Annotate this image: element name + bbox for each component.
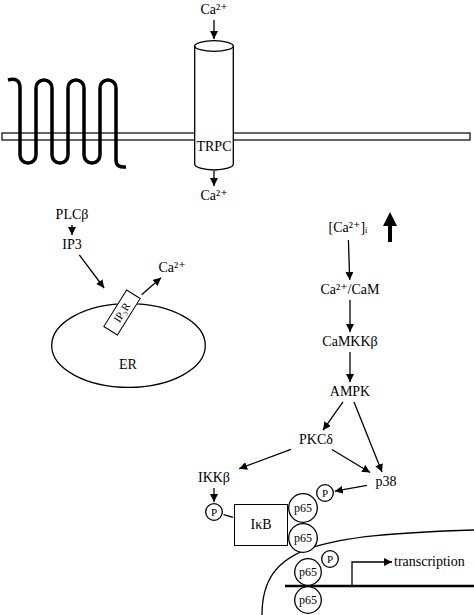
phospho-circle: P <box>205 503 223 521</box>
p65-circle: p65 <box>288 493 318 523</box>
node-text: CaMKKβ <box>322 335 377 349</box>
node-text: Ca²⁺ <box>200 3 227 17</box>
node-text: p65 <box>294 532 312 544</box>
p65-circle: p65 <box>288 523 318 553</box>
pathway-arrow <box>79 255 104 288</box>
node-text: P <box>327 554 333 565</box>
kinase-label: p38 <box>368 473 404 491</box>
p65-circle: p65 <box>294 586 322 614</box>
pathway-arrow <box>142 278 161 295</box>
node-text: Ca²⁺ <box>158 261 185 275</box>
pathway-arrow <box>213 20 214 39</box>
node-text: p65 <box>294 502 312 514</box>
enzyme-label: PLCβ <box>47 206 97 224</box>
node-text: IκB <box>250 518 271 532</box>
ellipse-outline <box>51 303 205 387</box>
pathway-arrow <box>349 300 350 332</box>
kinase-label: CaMKKβ <box>315 333 385 351</box>
circle-outline <box>295 559 322 586</box>
receptor-box: IP₃R <box>103 289 141 335</box>
node-text: Ca²⁺ <box>200 189 227 203</box>
kinase-label: PKCδ <box>289 431 343 449</box>
circle-outline <box>289 524 318 553</box>
circle-outline <box>322 551 339 568</box>
ion-label: Ca²⁺ <box>194 187 234 205</box>
node-text: ER <box>119 358 137 372</box>
ion-label: Ca²⁺ <box>194 1 234 19</box>
pathway-arrow <box>335 485 367 491</box>
process-label: transcription <box>394 554 465 570</box>
node-text: P <box>211 507 217 518</box>
pathway-arrow <box>213 488 214 502</box>
pathway-arrow <box>239 449 291 468</box>
calcium-level-label: [Ca²⁺]ᵢ <box>319 217 377 239</box>
messenger-label: IP3 <box>55 236 89 254</box>
phospho-circle: P <box>321 550 339 568</box>
node-text: TRPC <box>196 140 231 154</box>
node-text: IP3 <box>62 238 81 252</box>
node-text: P <box>322 488 328 499</box>
pathway-arrow <box>354 402 382 472</box>
node-text: [Ca²⁺]ᵢ <box>329 221 368 235</box>
pathway-arrow <box>213 171 214 186</box>
pathway-arrow <box>224 515 233 518</box>
gpcr-receptor <box>8 79 126 167</box>
phospho-circle: P <box>316 484 334 502</box>
circle-outline <box>289 494 318 523</box>
node-text: PKCδ <box>299 433 333 447</box>
pathway-arrow <box>323 402 343 430</box>
plasma-membrane <box>2 133 470 140</box>
node-text: PLCβ <box>56 208 89 222</box>
node-text: p65 <box>299 594 317 606</box>
ikb-box: IκB <box>234 504 288 546</box>
complex-label: Ca²⁺/CaM <box>310 281 390 299</box>
cylinder-cap <box>195 41 234 52</box>
node-text: p38 <box>376 475 397 489</box>
pathway-arrow <box>349 352 350 382</box>
kinase-label: IKKβ <box>189 469 239 487</box>
channel-cylinder: TRPC <box>194 40 234 170</box>
ion-label: Ca²⁺ <box>152 259 192 277</box>
cylinder-body <box>195 46 234 170</box>
circle-outline <box>317 485 334 502</box>
node-text: Ca²⁺/CaM <box>320 283 379 297</box>
node-text: IKKβ <box>198 471 230 485</box>
kinase-label: AMPK <box>322 383 378 401</box>
node-text: p65 <box>299 566 317 578</box>
increase-arrow <box>383 212 397 242</box>
circle-outline <box>295 587 322 614</box>
dna-line <box>285 585 474 588</box>
node-text: AMPK <box>330 385 370 399</box>
pathway-arrow <box>348 240 349 280</box>
p65-circle: p65 <box>294 558 322 586</box>
pathway-arrow <box>332 450 370 473</box>
circle-outline <box>206 504 223 521</box>
transcription-arrow <box>352 562 392 586</box>
pathway-arrow <box>71 225 72 235</box>
